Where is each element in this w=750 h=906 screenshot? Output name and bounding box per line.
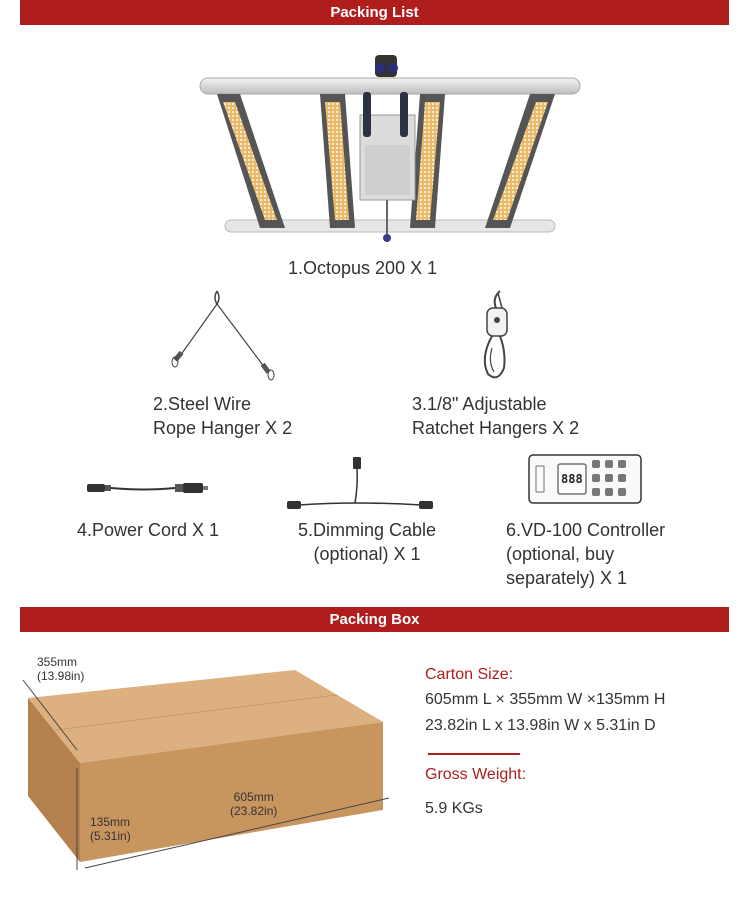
packing-list-banner: Packing List xyxy=(20,0,729,25)
item-dimming-cable-label: 5.Dimming Cable (optional) X 1 xyxy=(297,520,437,564)
power-cord-image xyxy=(85,478,210,498)
carton-size-heading: Carton Size: xyxy=(425,666,514,683)
ratchet-hanger-image xyxy=(470,288,530,383)
carton-size-metric: 605mm L × 355mm W ×135mm H xyxy=(425,691,666,708)
box-height-dimension: 135mm (5.31in) xyxy=(90,815,131,843)
carton-size-imperial: 23.82in L x 13.98in W x 5.31in D xyxy=(425,717,656,734)
item-steel-wire-label: 2.Steel Wire Rope Hanger X 2 xyxy=(153,394,293,438)
gross-weight-value: 5.9 KGs xyxy=(425,800,483,817)
carton-box-image xyxy=(15,650,420,890)
dimming-cable-image xyxy=(285,455,435,515)
box-length-dimension: 605mm (23.82in) xyxy=(230,790,278,818)
item-controller-label: 6.VD-100 Controller (optional, buy separ… xyxy=(506,520,666,588)
steel-wire-hanger-image xyxy=(165,288,280,383)
vd100-controller-image: 888 xyxy=(528,454,642,504)
item-octopus-label: 1.Octopus 200 X 1 xyxy=(288,258,438,278)
controller-display: 888 xyxy=(561,472,583,486)
item-ratchet-hanger-label: 3.1/8" Adjustable Ratchet Hangers X 2 xyxy=(412,394,580,438)
item-power-cord-label: 4.Power Cord X 1 xyxy=(77,520,220,540)
divider xyxy=(428,753,520,755)
grow-light-image xyxy=(195,50,585,245)
packing-box-banner: Packing Box xyxy=(20,607,729,632)
box-width-dimension: 355mm (13.98in) xyxy=(37,655,85,683)
gross-weight-heading: Gross Weight: xyxy=(425,766,527,783)
